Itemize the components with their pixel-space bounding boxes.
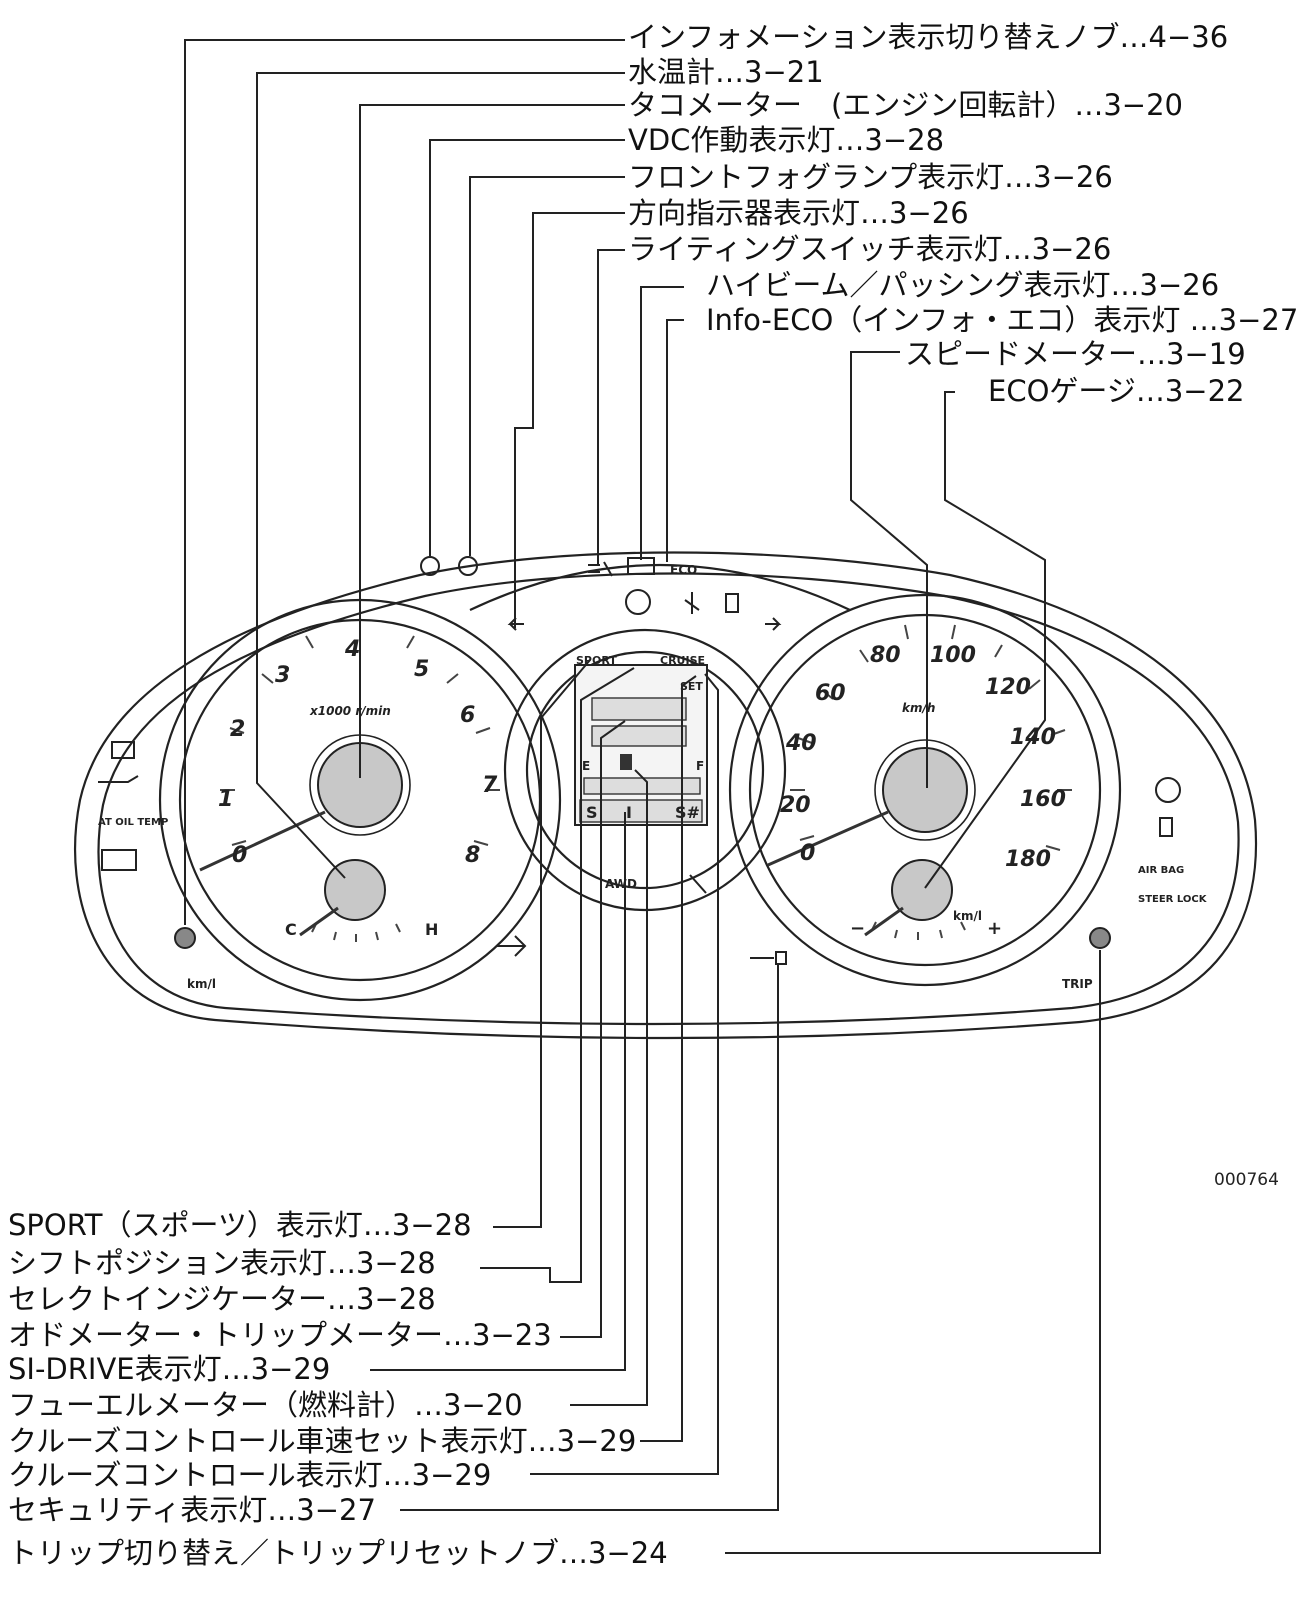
speedometer-ticks bbox=[790, 624, 1072, 940]
center-display-bezel bbox=[503, 628, 787, 912]
speed-tick-160: 160 bbox=[1020, 787, 1066, 812]
info-display-knob[interactable] bbox=[174, 927, 196, 949]
airbag-lamp: AIR BAG bbox=[1138, 865, 1184, 876]
right-knob-label: TRIP bbox=[1062, 977, 1093, 991]
gauge-needles bbox=[199, 810, 904, 937]
steering-lock-icon bbox=[689, 874, 707, 894]
water-temp-hub bbox=[324, 859, 386, 921]
tacho-tick-5: 5 bbox=[414, 657, 429, 682]
oil-pressure-lamp-icon bbox=[98, 775, 139, 783]
tachometer-ticks bbox=[220, 620, 500, 942]
callout-high-beam-indicator: ハイビーム／パッシング表示灯…3−26 bbox=[706, 268, 1220, 302]
cluster-hood bbox=[469, 564, 851, 611]
tacho-tick-7: 7 bbox=[482, 773, 498, 798]
indicator-lamps bbox=[98, 556, 1181, 965]
eco-minus: − bbox=[850, 918, 865, 939]
steer-lock-lamp: STEER LOCK bbox=[1138, 894, 1208, 905]
speed-tick-0: 0 bbox=[800, 841, 815, 866]
lcd-si-drive-s: S bbox=[586, 803, 598, 822]
speed-tick-100: 100 bbox=[930, 643, 976, 668]
headlight-leveling-icon bbox=[1159, 817, 1173, 837]
awd-lamp: AWD bbox=[605, 877, 637, 891]
speed-tick-80: 80 bbox=[870, 643, 901, 668]
security-key-icon bbox=[750, 951, 787, 965]
speed-tick-40: 40 bbox=[785, 731, 817, 756]
door-open-icon bbox=[725, 593, 739, 613]
abs-lamp-icon bbox=[1155, 777, 1181, 803]
temp-cold: C bbox=[285, 920, 297, 939]
speed-tick-180: 180 bbox=[1005, 847, 1051, 872]
callout-eco-gauge: ECOゲージ…3−22 bbox=[988, 374, 1245, 408]
lcd-set: SET bbox=[680, 680, 703, 693]
seatbelt-icon bbox=[684, 592, 700, 614]
cluster-housing-outer bbox=[73, 551, 1258, 1040]
tacho-tick-8: 8 bbox=[465, 843, 480, 868]
front-fog-lamp-icon bbox=[458, 556, 478, 576]
callout-sport-indicator: SPORT（スポーツ）表示灯…3−28 bbox=[8, 1208, 472, 1242]
eco-plus: + bbox=[987, 918, 1002, 939]
lcd-si-drive-sharp: S# bbox=[675, 803, 700, 822]
callout-security-indicator: セキュリティ表示灯…3−27 bbox=[8, 1493, 376, 1527]
figure-code: 000764 bbox=[1214, 1170, 1279, 1190]
lcd-sport: SPORT bbox=[576, 654, 617, 667]
callout-fuel-gauge: フューエルメーター（燃料計）…3−20 bbox=[8, 1388, 523, 1422]
speed-tick-120: 120 bbox=[985, 675, 1031, 700]
callout-tachometer: タコメーター (エンジン回転計）…3−20 bbox=[628, 88, 1183, 122]
turn-signal-right-icon bbox=[765, 617, 782, 631]
speed-tick-20: 20 bbox=[780, 793, 811, 818]
callout-cruise-set-indicator: クルーズコントロール車速セット表示灯…3−29 bbox=[8, 1424, 637, 1458]
callout-info-display-knob: インフォメーション表示切り替えノブ…4−36 bbox=[628, 20, 1229, 54]
lcd-cruise: CRUISE bbox=[660, 654, 705, 667]
callout-odometer-tripmeter: オドメーター・トリップメーター…3−23 bbox=[8, 1318, 552, 1352]
speedometer-hub bbox=[882, 747, 968, 833]
lcd-fuel-empty: E bbox=[582, 759, 590, 773]
lcd-si-drive-i: I bbox=[626, 803, 632, 822]
top-leader-lines bbox=[184, 39, 1046, 925]
center-display-inner bbox=[525, 650, 765, 890]
speed-tick-60: 60 bbox=[815, 681, 846, 706]
speedometer-face bbox=[748, 613, 1102, 967]
at-oil-temp-lamp: AT OIL TEMP bbox=[98, 817, 168, 828]
tacho-unit: x1000 r/min bbox=[309, 704, 391, 718]
turn-signal-left-icon bbox=[507, 617, 524, 631]
info-eco-lamp: ECO bbox=[670, 563, 697, 577]
fuel-pump-icon bbox=[620, 754, 632, 770]
callout-water-temp-gauge: 水温計…3−21 bbox=[628, 55, 824, 89]
callout-front-fog-indicator: フロントフォグランプ表示灯…3−26 bbox=[628, 160, 1113, 194]
battery-lamp-icon bbox=[111, 741, 135, 759]
callout-select-indicator: セレクトインジケーター…3−28 bbox=[8, 1282, 436, 1316]
tacho-tick-3: 3 bbox=[275, 663, 290, 688]
temp-hot: H bbox=[425, 920, 438, 939]
callout-vdc-indicator: VDC作動表示灯…3−28 bbox=[628, 123, 945, 157]
left-knob-label: km/l bbox=[187, 977, 216, 991]
callout-lighting-switch-indicator: ライティングスイッチ表示灯…3−26 bbox=[628, 232, 1112, 266]
brake-warning-icon bbox=[625, 589, 651, 615]
callout-cruise-indicator: クルーズコントロール表示灯…3−29 bbox=[8, 1458, 492, 1492]
eco-unit: km/l bbox=[953, 909, 982, 923]
eco-gauge-hub bbox=[891, 859, 953, 921]
tacho-tick-2: 2 bbox=[230, 717, 245, 742]
callout-speedometer: スピードメーター…3−19 bbox=[905, 337, 1246, 371]
speed-unit: km/h bbox=[902, 701, 935, 715]
trip-reset-knob[interactable] bbox=[1089, 927, 1111, 949]
callout-shift-position-indicator: シフトポジション表示灯…3−28 bbox=[8, 1246, 436, 1280]
callout-trip-reset-knob: トリップ切り替え／トリップリセットノブ…3−24 bbox=[8, 1536, 668, 1570]
callout-turn-signal-indicator: 方向指示器表示灯…3−26 bbox=[628, 196, 969, 230]
tacho-tick-1: 1 bbox=[218, 787, 233, 812]
check-engine-lamp-icon bbox=[101, 849, 137, 871]
callout-si-drive-indicator: SI-DRIVE表示灯…3−29 bbox=[8, 1352, 331, 1386]
cruise-control-icon bbox=[497, 935, 527, 957]
callout-info-eco-indicator: Info-ECO（インフォ・エコ）表示灯 …3−27 bbox=[706, 303, 1299, 337]
tacho-tick-0: 0 bbox=[232, 843, 247, 868]
bottom-leader-lines bbox=[370, 659, 1101, 1554]
tacho-tick-6: 6 bbox=[460, 703, 475, 728]
vdc-lamp-icon bbox=[420, 556, 440, 576]
speed-tick-140: 140 bbox=[1010, 725, 1056, 750]
speedometer-bezel bbox=[728, 593, 1122, 987]
lcd-fuel-full: F bbox=[696, 759, 704, 773]
tacho-tick-4: 4 bbox=[344, 637, 360, 662]
